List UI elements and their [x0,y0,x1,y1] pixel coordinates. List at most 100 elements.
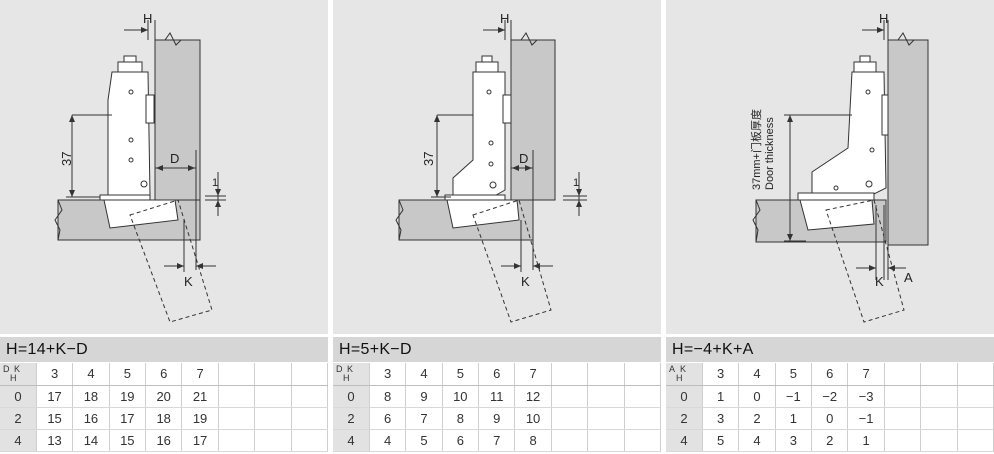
table-cell: −1 [847,407,885,430]
col-header: 4 [738,363,776,386]
table-cell: 8 [369,385,407,408]
table-cell: 5 [702,429,740,452]
table-cell: 19 [181,407,219,430]
table-cell: −1 [775,385,813,408]
row-header: 4 [333,429,370,452]
col-header: 3 [702,363,740,386]
table-cell: 5 [405,429,443,452]
label-k: K [184,274,193,289]
table-cell: 3 [702,407,740,430]
label-h: H [143,11,152,26]
col-header [291,363,328,386]
table-cell: 9 [405,385,443,408]
table-cell: −3 [847,385,885,408]
table-cell [957,385,994,408]
label-h: H [879,11,888,26]
table-cell: 17 [181,429,219,452]
table-cell [254,429,292,452]
label-d: D [170,151,179,166]
hinge-diagram-half-overlay: H D K 1 37 [333,0,661,334]
row-header: 0 [333,385,370,408]
table-cell: 9 [478,407,516,430]
table-cell: 15 [36,407,74,430]
col-header [551,363,589,386]
panel-half-overlay: H D K 1 37 H=5+K−D D H K 3 4 5 6 7 0 8 9 [333,0,661,454]
panel-inset: H K A 37mm+门板厚度 Door thickness H=−4+K+A … [666,0,994,454]
col-header [920,363,958,386]
col-header: 3 [369,363,407,386]
table-cell: 17 [109,407,147,430]
table-cell [920,407,958,430]
col-header: 3 [36,363,74,386]
col-header: 5 [442,363,480,386]
table-cell: 16 [72,407,110,430]
table-cell: 20 [145,385,183,408]
table-cell [624,385,661,408]
col-header: 6 [478,363,516,386]
col-header: 7 [514,363,552,386]
table-cell: 16 [145,429,183,452]
table-cell [624,407,661,430]
label-a: A [904,270,913,285]
row-header: 0 [666,385,703,408]
row-header: 4 [0,429,37,452]
table-cell: 18 [145,407,183,430]
hinge-diagram-full-overlay: H D K 1 37 [0,0,328,334]
table-cell: 6 [442,429,480,452]
label-thickness-cn: 37mm+门板厚度 [749,109,763,190]
table-cell: 1 [702,385,740,408]
table-cell [920,429,958,452]
table-cell [218,407,256,430]
table-cell [218,385,256,408]
table-cell: 6 [369,407,407,430]
col-header: 5 [775,363,813,386]
overlay-table: D H K 3 4 5 6 7 0 17 18 19 20 21 2 15 [0,363,328,452]
label-h: H [500,11,509,26]
formula-title: H=5+K−D [333,337,661,362]
row-header: 0 [0,385,37,408]
hinge-drawing: H D K 1 37 [54,11,226,323]
table-cell [884,429,922,452]
col-header [957,363,994,386]
hinge-diagram-inset: H K A 37mm+门板厚度 Door thickness [666,0,994,334]
table-cell: 2 [811,429,849,452]
table-cell: 8 [442,407,480,430]
col-header: 5 [109,363,147,386]
table-cell: 10 [442,385,480,408]
col-header [884,363,922,386]
table-cell [957,407,994,430]
label-1mm: 1 [212,177,218,189]
table-cell: 0 [811,407,849,430]
table-corner: A H K [666,363,703,386]
table-cell: 19 [109,385,147,408]
col-header [218,363,256,386]
hinge-drawing: H K A 37mm+门板厚度 Door thickness [749,11,929,323]
table-cell: 4 [369,429,407,452]
table-cell [254,407,292,430]
table-cell: 11 [478,385,516,408]
table-corner: D H K [0,363,37,386]
table-cell [291,407,328,430]
table-cell: 17 [36,385,74,408]
col-header: 7 [847,363,885,386]
label-thickness-en: Door thickness [764,117,776,190]
col-header [624,363,661,386]
table-cell [884,385,922,408]
table-cell: 13 [36,429,74,452]
table-cell [551,385,589,408]
formula-title: H=14+K−D [0,337,328,362]
col-header: 6 [145,363,183,386]
table-cell: 21 [181,385,219,408]
table-cell: −2 [811,385,849,408]
table-cell: 12 [514,385,552,408]
table-cell [587,385,625,408]
row-header: 2 [666,407,703,430]
table-cell: 7 [478,429,516,452]
formula-title: H=−4+K+A [666,337,994,362]
table-cell [291,429,328,452]
label-d: D [519,151,528,166]
table-cell [587,429,625,452]
table-cell [920,385,958,408]
inset-table: A H K 3 4 5 6 7 0 1 0 −1 −2 −3 2 3 [666,363,994,452]
hinge-drawing: H D K 1 37 [395,11,587,323]
